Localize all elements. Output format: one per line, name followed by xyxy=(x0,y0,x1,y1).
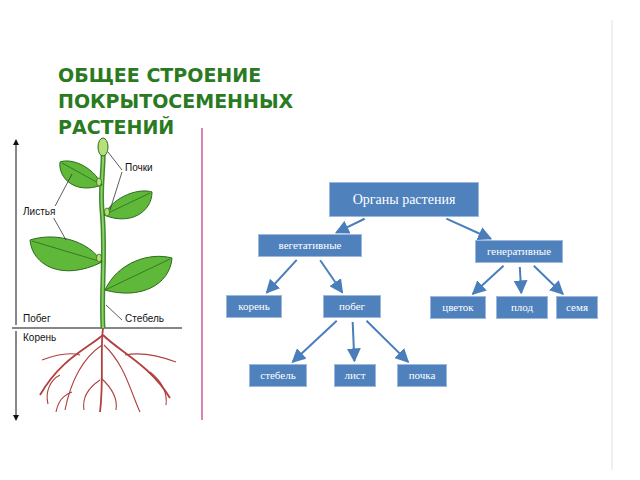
root-stroke xyxy=(101,378,116,410)
part-label: Побег xyxy=(22,313,52,325)
box-text: стебель xyxy=(260,369,295,381)
arrow-connector xyxy=(293,321,337,362)
divider-line xyxy=(12,327,182,328)
part-label: Стебель xyxy=(124,313,165,325)
arrow-connector xyxy=(446,219,490,239)
organ-box: плод xyxy=(496,296,548,319)
box-text: цветок xyxy=(442,301,473,313)
leaf-veins xyxy=(32,163,170,290)
box-text: плод xyxy=(511,301,533,313)
box-text: вегетативные xyxy=(279,239,342,251)
box-text: почка xyxy=(409,369,436,381)
root-stroke xyxy=(125,354,176,362)
apical-bud xyxy=(98,138,108,156)
root-stroke xyxy=(65,345,102,410)
organ-box: семя xyxy=(556,296,598,319)
slide-title: ОБЩЕЕ СТРОЕНИЕ ПОКРЫТОСЕМЕННЫХ РАСТЕНИЙ xyxy=(58,62,398,140)
arrow-connector xyxy=(473,266,504,294)
root-system xyxy=(40,328,176,412)
root-arrow xyxy=(16,331,17,418)
axillary-buds xyxy=(97,178,110,262)
shoot-arrow xyxy=(16,142,17,325)
organ-box: Органы растения xyxy=(329,182,479,217)
box-text: генеративные xyxy=(487,245,551,257)
organ-box: корень xyxy=(226,295,282,318)
organ-box: генеративные xyxy=(475,240,563,263)
root-stroke xyxy=(103,335,170,398)
stem xyxy=(101,152,103,328)
arrow-connector xyxy=(267,260,297,293)
organ-box: стебель xyxy=(249,364,307,387)
arrow-connector xyxy=(353,322,355,361)
part-label: Почки xyxy=(124,162,154,174)
organ-box: почка xyxy=(397,364,447,387)
root-stroke xyxy=(84,380,100,410)
frame-line xyxy=(201,128,203,420)
box-text: корень xyxy=(238,300,270,312)
arrow-connector xyxy=(367,321,409,362)
root-stroke xyxy=(150,372,166,405)
organ-box: цветок xyxy=(430,296,486,319)
root-stroke xyxy=(42,354,80,360)
stem-highlight xyxy=(101,152,103,328)
root-stroke xyxy=(100,328,103,412)
part-label: Корень xyxy=(22,332,57,344)
arrow-connector xyxy=(336,219,364,233)
root-stroke xyxy=(56,392,72,412)
leaves xyxy=(30,161,172,293)
arrow-connector xyxy=(520,267,521,293)
box-text: семя xyxy=(566,301,588,313)
organ-box: лист xyxy=(334,364,376,387)
root-stroke xyxy=(104,345,140,412)
organ-box: побег xyxy=(323,295,381,318)
part-label: Листья xyxy=(22,206,56,218)
box-text: побег xyxy=(339,300,365,312)
arrow-connector xyxy=(320,260,342,292)
root-stroke xyxy=(47,375,60,404)
leader-lines xyxy=(52,152,122,320)
organ-box: вегетативные xyxy=(258,234,362,257)
slide-edge xyxy=(612,20,613,470)
arrow-connector xyxy=(534,266,563,294)
box-text: лист xyxy=(344,369,365,381)
box-text: Органы растения xyxy=(353,192,456,207)
